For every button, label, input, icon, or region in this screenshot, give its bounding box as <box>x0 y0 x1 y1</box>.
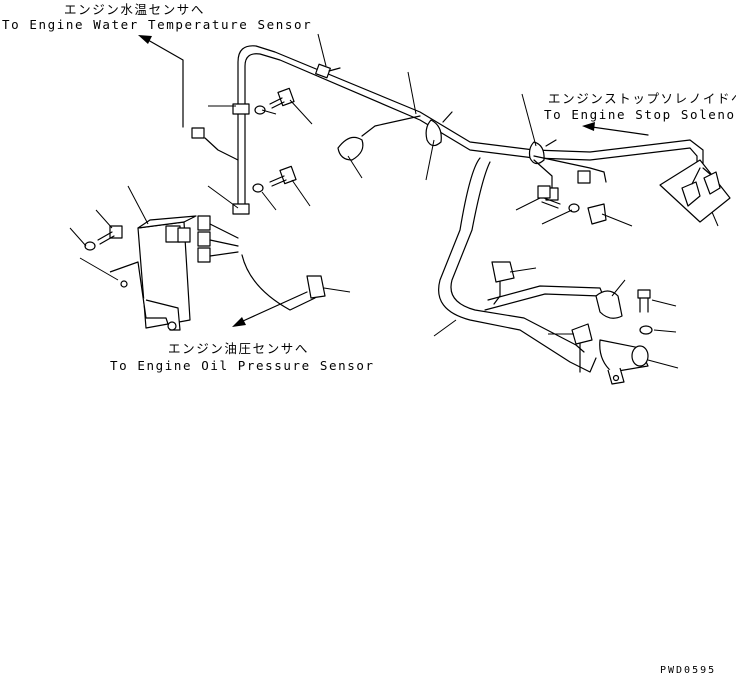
washer <box>254 105 266 115</box>
drawing-code: PWD0595 <box>660 665 716 676</box>
oil-pressure-label-jp: エンジン油圧センサへ <box>168 341 309 356</box>
harness-clamp <box>315 63 341 79</box>
bolt <box>269 87 295 109</box>
bolt <box>537 185 561 209</box>
bolt <box>97 225 123 245</box>
main-harness-upper <box>237 45 704 211</box>
arrow-to-water-temp-sensor <box>138 35 184 128</box>
diode-unit <box>599 339 649 385</box>
arrow-to-stop-solenoid <box>582 122 649 136</box>
stop-solenoid-label-en: To Engine Stop Solenoid <box>544 107 736 122</box>
leader-lines <box>69 33 719 369</box>
harness-clamp <box>232 103 250 115</box>
bolt <box>637 289 651 313</box>
pressure-connector-lower <box>571 323 593 373</box>
bracket-plate <box>587 203 607 225</box>
stop-solenoid-connectors <box>659 159 731 223</box>
oil-pressure-branch <box>241 254 326 311</box>
water-temp-label-jp: エンジン水温センサへ <box>64 2 205 17</box>
washer <box>84 241 96 251</box>
harness-clamp <box>528 139 557 165</box>
connector-cap <box>337 115 421 161</box>
harness-clamp <box>232 203 250 215</box>
washer <box>252 183 264 193</box>
bolt <box>269 165 297 187</box>
relay-bracket <box>109 215 239 331</box>
pressure-connector <box>491 261 515 305</box>
water-temp-label-en: To Engine Water Temperature Sensor <box>2 17 312 32</box>
washer <box>639 325 653 335</box>
oil-pressure-label-en: To Engine Oil Pressure Sensor <box>110 358 375 373</box>
arrow-to-oil-pressure-sensor <box>232 291 308 327</box>
elbow-connector <box>595 290 623 319</box>
stop-solenoid-label-jp: エンジンストップソレノイドへ <box>548 91 736 106</box>
water-temp-sensor-branch <box>191 127 239 161</box>
